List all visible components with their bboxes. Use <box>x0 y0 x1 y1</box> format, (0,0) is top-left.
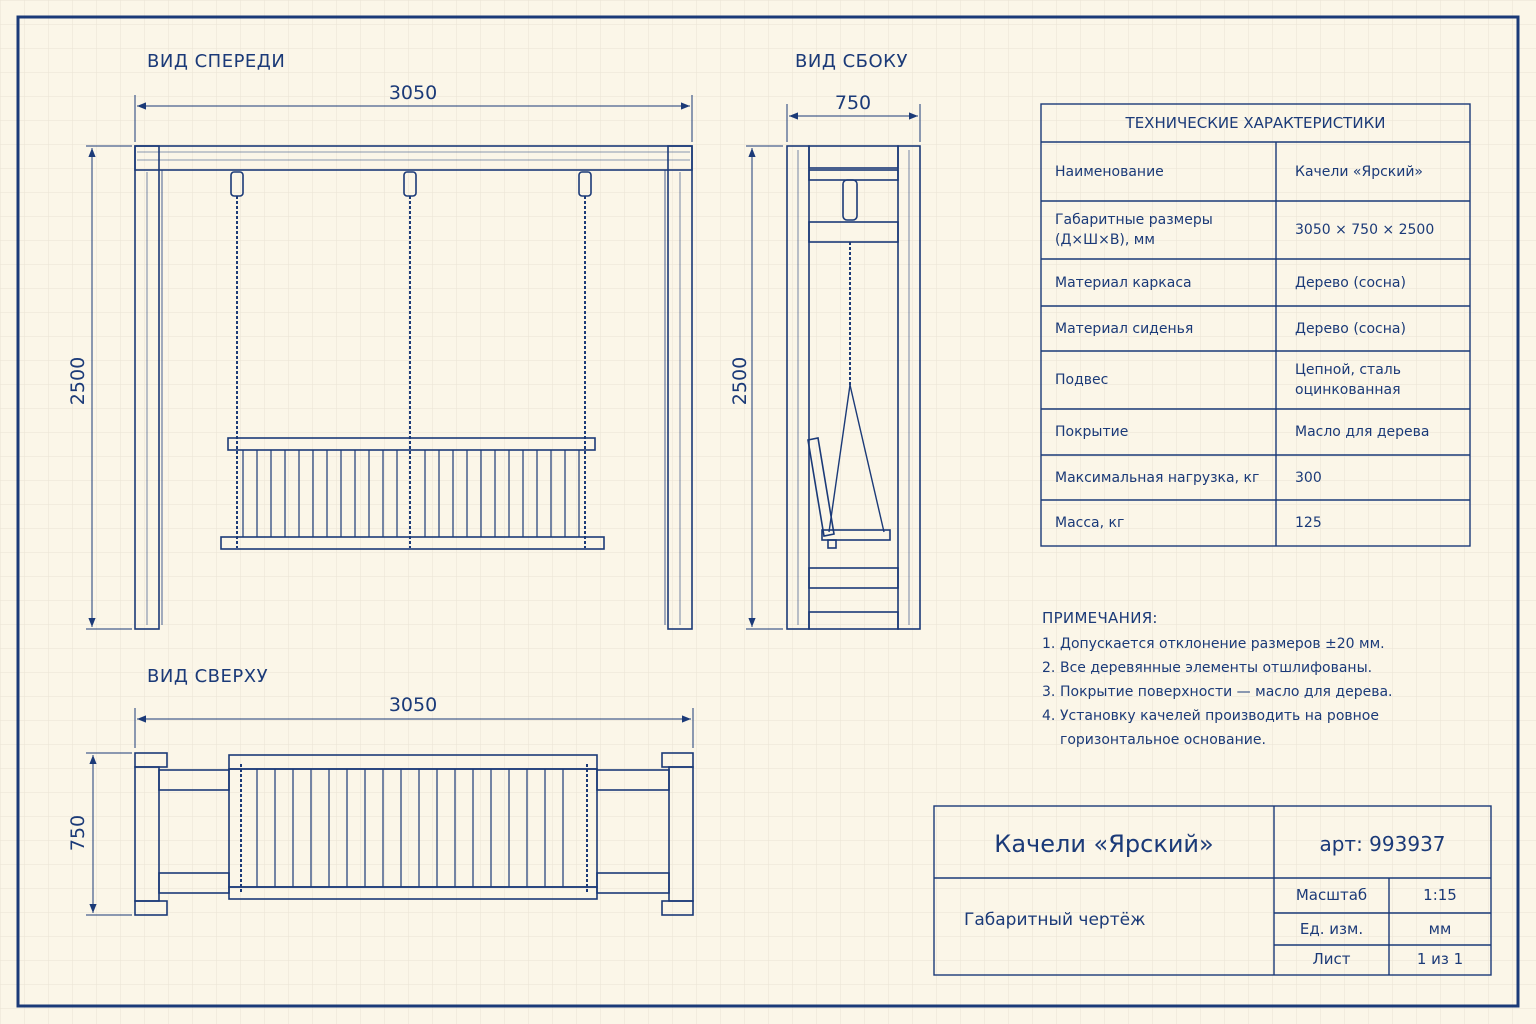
spec-value-dimensions: 3050 × 750 × 2500 <box>1295 222 1435 238</box>
title-block-sheet-label: Лист <box>1312 950 1351 968</box>
note-item: 3.Покрытие поверхности — масло для дерев… <box>1042 680 1402 704</box>
note-number: 2. <box>1042 660 1056 676</box>
spec-value-seat-material: Дерево (сосна) <box>1295 320 1406 337</box>
note-text: Все деревянные элементы отшлифованы. <box>1060 660 1373 676</box>
title-block-scale-value: 1:15 <box>1423 886 1457 904</box>
spec-value-name: Качели «Ярский» <box>1295 163 1423 180</box>
spec-value-suspension: Цепной, сталь оцинкованная <box>1295 362 1401 398</box>
note-number: 3. <box>1042 684 1056 700</box>
spec-value-mass: 125 <box>1295 515 1322 531</box>
title-block-scale-label: Масштаб <box>1295 886 1368 904</box>
side-height-dimension: 2500 <box>729 356 751 406</box>
title-block-units-label: Ед. изм. <box>1299 920 1364 938</box>
spec-value-coating: Масло для дерева <box>1295 424 1430 440</box>
title-block-grid <box>933 805 1492 976</box>
spec-label-coating: Покрытие <box>1055 424 1129 440</box>
front-width-dimension: 3050 <box>388 82 438 104</box>
note-item: 1.Допускается отклонение размеров ±20 мм… <box>1042 632 1402 656</box>
spec-value-max-load: 300 <box>1295 469 1322 486</box>
note-text: Установку качелей производить на ровное … <box>1060 708 1379 748</box>
note-number: 4. <box>1042 708 1056 724</box>
front-right-post <box>667 145 693 630</box>
spec-label-seat-material: Материал сиденья <box>1055 320 1194 337</box>
spec-label-suspension: Подвес <box>1055 372 1109 388</box>
side-view-title: ВИД СБОКУ <box>795 51 908 72</box>
notes-title: ПРИМЕЧАНИЯ: <box>1042 609 1158 627</box>
side-view-drawing <box>786 145 921 630</box>
note-item: 2.Все деревянные элементы отшлифованы. <box>1042 656 1402 680</box>
top-view-title: ВИД СВЕРХУ <box>147 666 269 687</box>
top-depth-dimension: 750 <box>67 814 89 852</box>
note-text: Допускается отклонение размеров ±20 мм. <box>1060 636 1385 652</box>
front-bench-back-rail <box>227 437 596 451</box>
spec-table-title: ТЕХНИЧЕСКИЕ ХАРАКТЕРИСТИКИ <box>1125 114 1386 132</box>
spec-label-name: Наименование <box>1055 163 1164 180</box>
side-width-dimension: 750 <box>834 92 872 114</box>
spec-label-mass: Масса, кг <box>1055 515 1125 531</box>
note-item: 4.Установку качелей производить на ровно… <box>1042 704 1402 752</box>
top-width-dimension: 3050 <box>388 694 438 716</box>
front-height-dimension: 2500 <box>67 356 89 406</box>
title-block-units-value: мм <box>1428 920 1452 938</box>
spec-label-max-load: Максимальная нагрузка, кг <box>1055 469 1260 486</box>
spec-table: ТЕХНИЧЕСКИЕ ХАРАКТЕРИСТИКИ Наименование … <box>1041 104 1470 546</box>
title-block-doc-type: Габаритный чертёж <box>964 910 1146 930</box>
front-left-post <box>134 145 160 630</box>
spec-value-frame-material: Дерево (сосна) <box>1295 274 1406 291</box>
top-view-drawing <box>134 752 694 916</box>
front-bench-seat <box>220 536 605 550</box>
title-block-product-name: Качели «Ярский» <box>994 830 1214 858</box>
spec-label-frame-material: Материал каркаса <box>1055 274 1192 291</box>
front-view-drawing <box>134 145 693 630</box>
notes-block: ПРИМЕЧАНИЯ: 1.Допускается отклонение раз… <box>1042 606 1402 752</box>
spec-label-dimensions: Габаритные размеры (Д×Ш×В), мм <box>1055 212 1213 248</box>
note-text: Покрытие поверхности — масло для дерева. <box>1060 684 1393 700</box>
outer-frame <box>16 15 1520 1008</box>
note-number: 1. <box>1042 636 1056 652</box>
front-view-title: ВИД СПЕРЕДИ <box>147 51 286 72</box>
spec-table-grid <box>1040 103 1471 547</box>
title-block-sheet-value: 1 из 1 <box>1416 950 1464 968</box>
title-block-article: арт: 993937 <box>1319 832 1446 856</box>
